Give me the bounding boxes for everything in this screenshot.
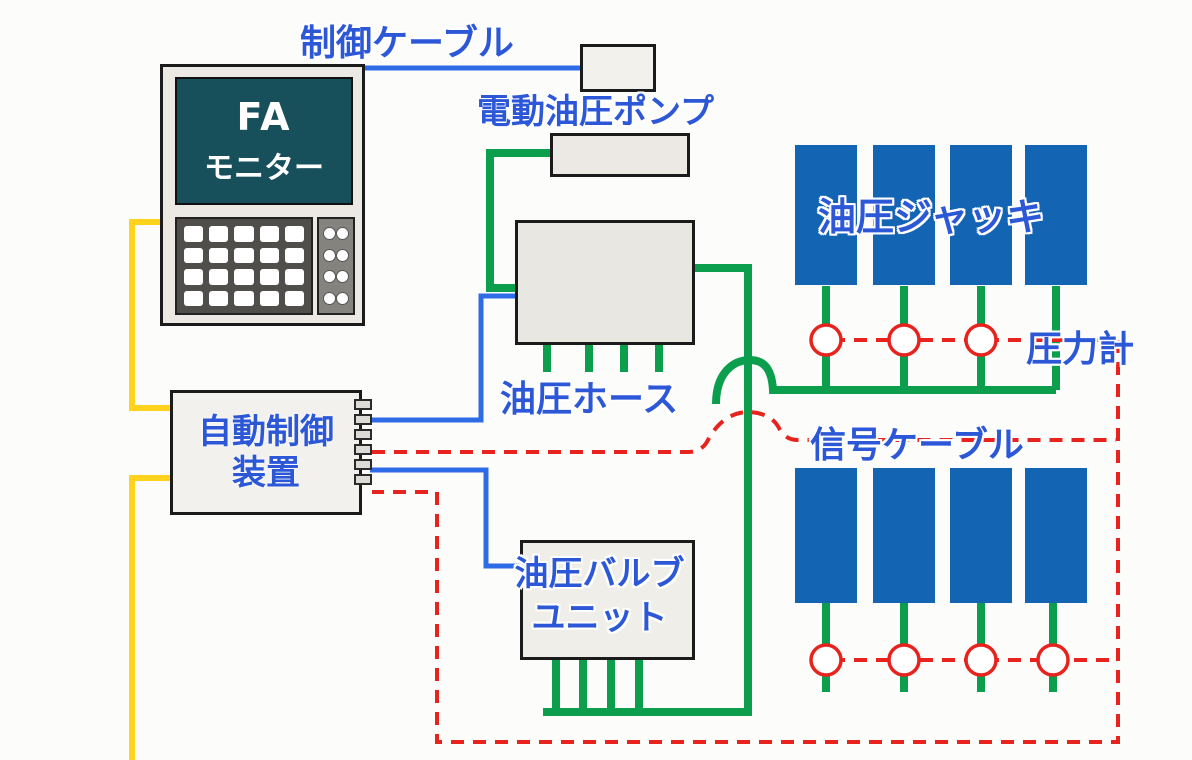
hydraulic-jack-rect — [950, 145, 1012, 285]
valve-unit-stubs — [552, 658, 643, 712]
hydraulic-jack-label: 油圧ジャッキ — [818, 195, 1045, 239]
control-cable-controller-to-unit — [370, 293, 517, 423]
power-line-controller-down — [129, 475, 172, 760]
keypad-round-key — [336, 291, 349, 305]
keypad-round-key — [323, 270, 336, 284]
keypad-key — [209, 290, 229, 306]
hydraulic-hose-label: 油圧ホース — [500, 379, 679, 420]
keypad-key — [184, 226, 204, 242]
monitor-keypad-side — [317, 217, 355, 315]
pressure-gauge-bottom-3 — [964, 643, 998, 677]
fa-monitor-screen: FA モニター — [175, 77, 353, 205]
pressure-gauge-top-1 — [809, 323, 843, 357]
hydraulic-pump-unit — [515, 220, 695, 345]
keypad-round-key — [323, 291, 336, 305]
keypad-key — [209, 247, 229, 263]
connector-pin — [354, 429, 372, 440]
connector-pin — [354, 444, 372, 455]
keypad-key — [259, 247, 279, 263]
keypad-round-key — [336, 227, 349, 241]
hydraulic-jack-rect — [873, 145, 935, 285]
hydraulic-jack-rect — [1025, 468, 1087, 603]
main-unit-outlet-stubs — [543, 344, 663, 372]
valve-unit-label: 油圧バルブ ユニット — [492, 552, 707, 640]
keypad-key — [234, 247, 254, 263]
pressure-gauge-top-3 — [964, 323, 998, 357]
fa-monitor-screen-line2: モニター — [204, 151, 324, 186]
pressure-gauge-bottom-2 — [887, 643, 921, 677]
keypad-key — [259, 226, 279, 242]
bottom-jack-stubs — [822, 602, 1057, 692]
fa-monitor-screen-line1: FA — [236, 95, 292, 139]
hose-pump-to-main-unit — [486, 149, 552, 292]
auto-controller-label-line1: 自動制御 — [198, 411, 334, 452]
hydraulic-jack-rect — [1025, 145, 1087, 285]
pressure-gauge-label: 圧力計 — [1026, 329, 1135, 370]
valve-unit-label-line1: 油圧バルブ — [514, 554, 685, 594]
valve-unit-label-line2: ユニット — [531, 598, 668, 639]
keypad-key — [259, 269, 279, 285]
hydraulic-valve-unit — [520, 540, 695, 660]
pressure-gauge-top-2 — [887, 323, 921, 357]
top-jack-manifold — [712, 355, 1056, 405]
pressure-gauge-bottom-1 — [809, 643, 843, 677]
hydraulic-jack-rect — [873, 468, 935, 603]
control-cable-controller-to-valve — [370, 467, 522, 569]
keypad-key — [259, 290, 279, 306]
electric-pump-motor — [580, 44, 656, 92]
signal-cable-controller-to-jacks — [372, 409, 1116, 454]
hose-main-riser — [543, 264, 752, 716]
signal-cable-label: 信号ケーブル — [810, 425, 1024, 466]
keypad-key — [234, 290, 254, 306]
fa-monitor: FA モニター — [160, 64, 365, 326]
keypad-key — [284, 290, 304, 306]
keypad-key — [284, 226, 304, 242]
keypad-round-key — [323, 227, 336, 241]
hydraulic-jack-rect — [950, 468, 1012, 603]
auto-controller-connectors — [354, 399, 372, 485]
auto-controller-label-line2: 装置 — [232, 452, 300, 493]
keypad-round-key — [323, 248, 336, 262]
keypad-round-key — [336, 270, 349, 284]
monitor-keypad — [175, 217, 313, 315]
keypad-key — [234, 269, 254, 285]
hydraulic-jack-rect — [795, 145, 857, 285]
control-cable-label: 制御ケーブル — [300, 23, 514, 64]
pressure-gauge-bottom-4 — [1036, 643, 1070, 677]
electric-pump-base — [550, 133, 690, 177]
connector-pin — [354, 414, 372, 425]
connector-pin — [354, 459, 372, 470]
keypad-key — [184, 269, 204, 285]
keypad-key — [284, 269, 304, 285]
connector-pin — [354, 474, 372, 485]
hydraulic-jack-rect — [795, 468, 857, 603]
keypad-key — [209, 226, 229, 242]
power-line-monitor-to-controller — [129, 219, 172, 411]
keypad-key — [284, 247, 304, 263]
connector-pin — [354, 399, 372, 410]
electric-pump-label: 電動油圧ポンプ — [477, 92, 714, 132]
keypad-key — [184, 247, 204, 263]
keypad-round-key — [336, 248, 349, 262]
auto-controller: 自動制御 装置 — [170, 390, 372, 515]
keypad-key — [184, 290, 204, 306]
keypad-key — [234, 226, 254, 242]
signal-cable-gauge-loop — [372, 338, 1120, 744]
keypad-key — [209, 269, 229, 285]
